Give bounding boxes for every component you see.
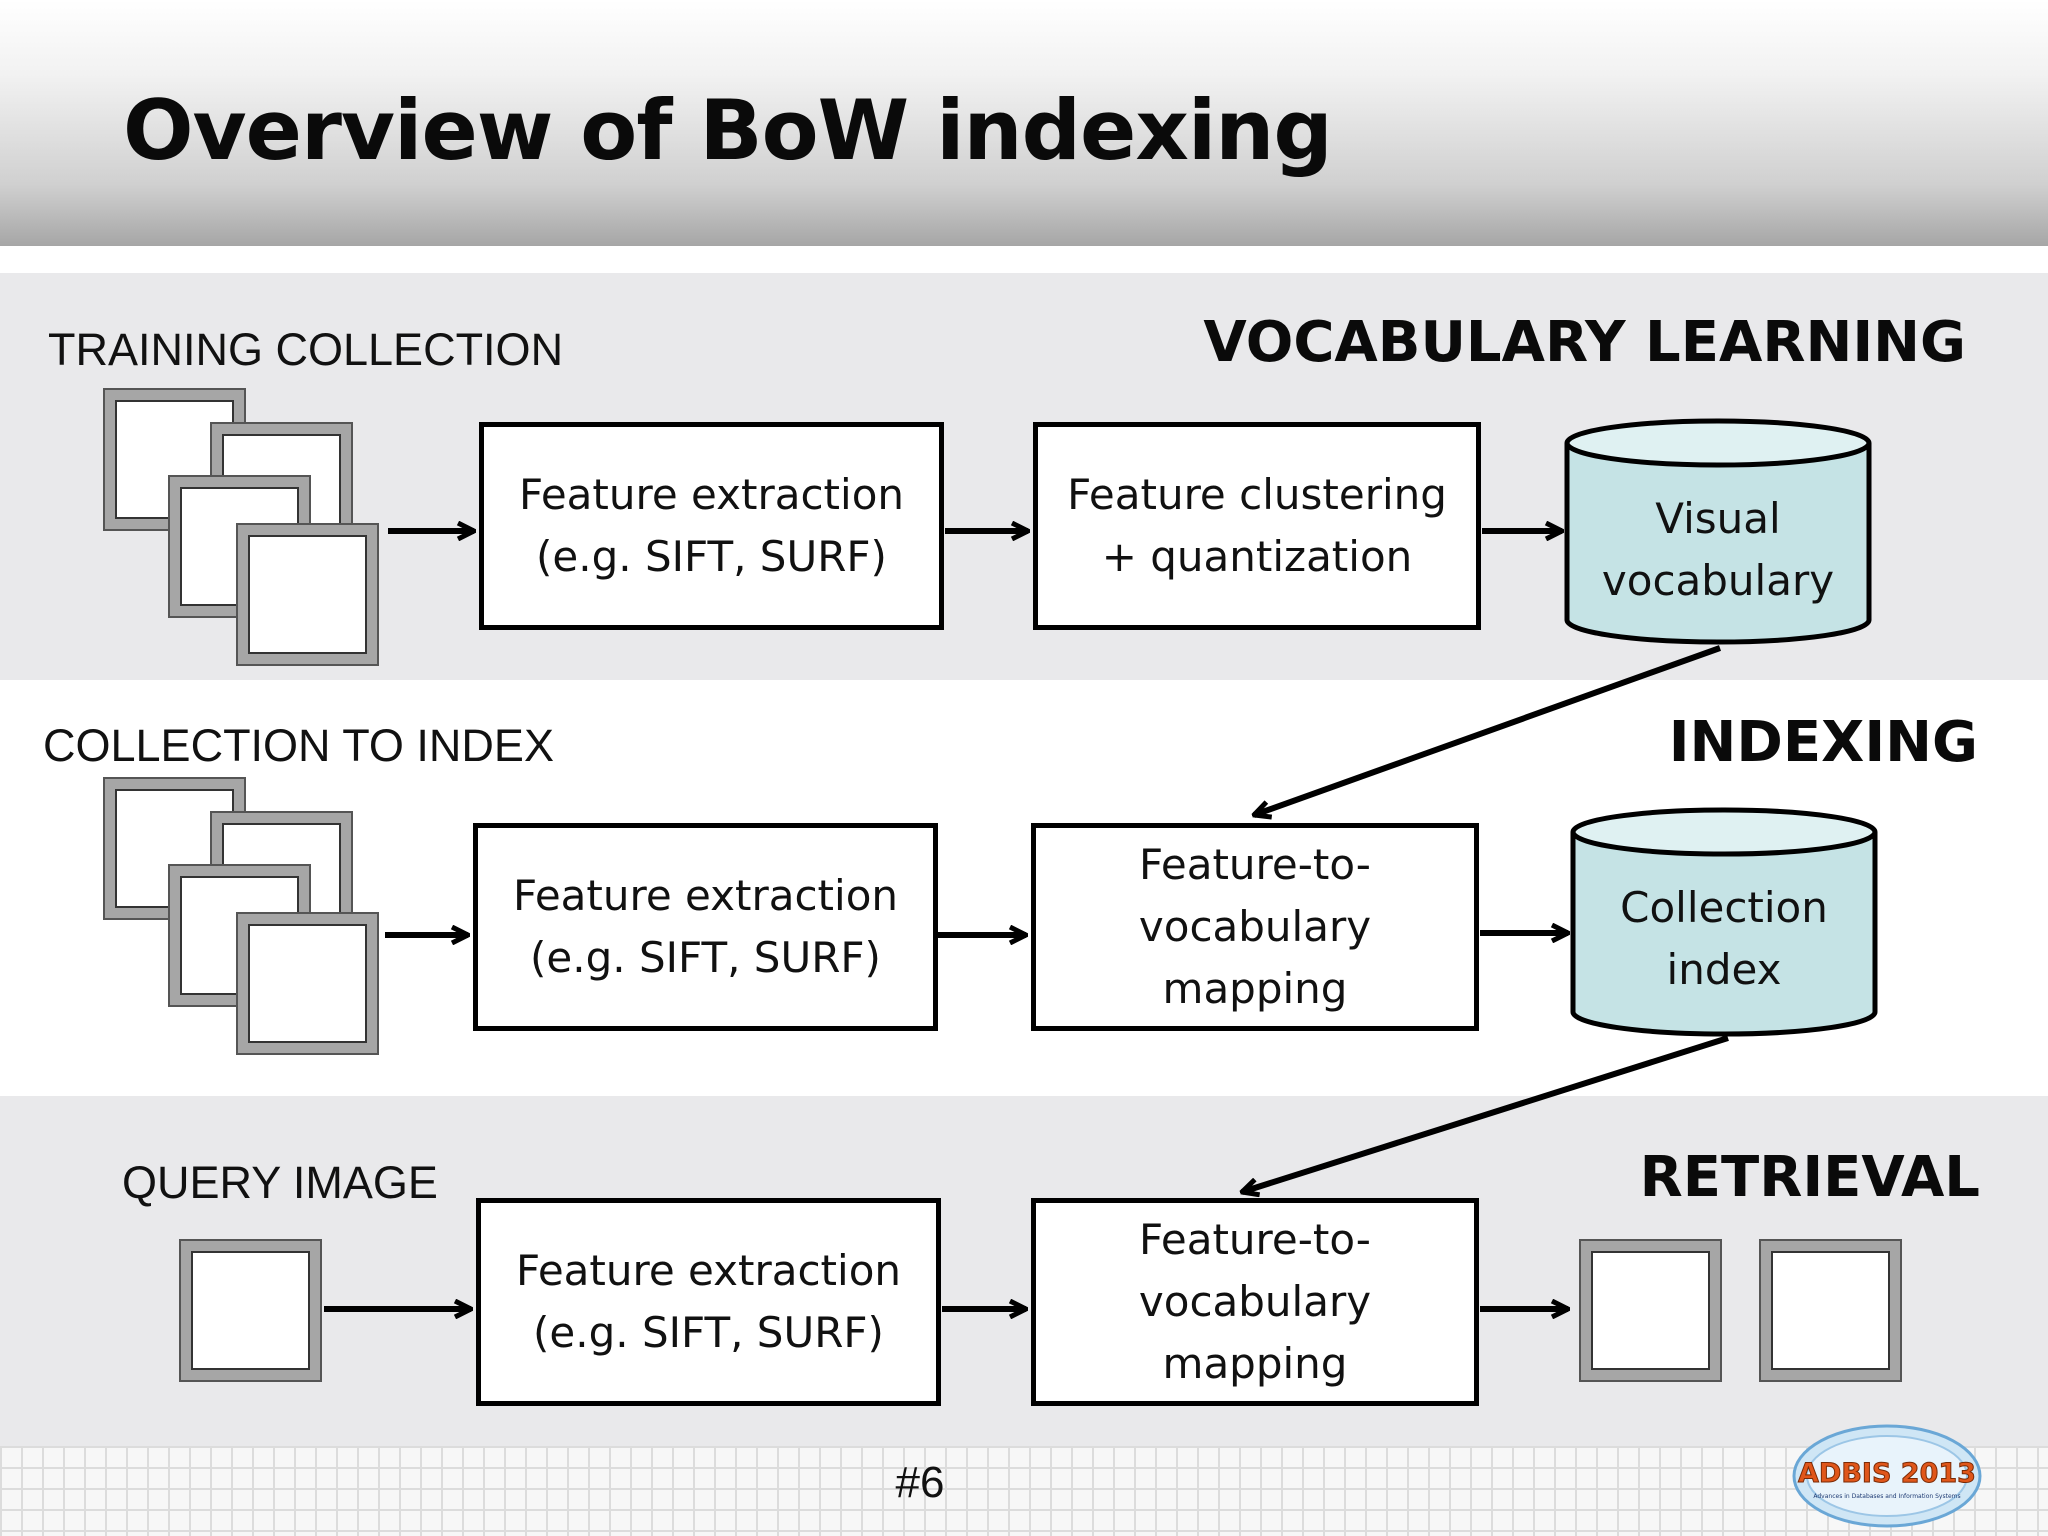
arrow-icon: [1242, 1035, 1729, 1192]
stage-heading-vocabulary-learning: VOCABULARY LEARNING: [1203, 310, 1966, 375]
collection-index-text: Collection index: [1620, 883, 1828, 994]
stage-heading-retrieval: RETRIEVAL: [1639, 1145, 1980, 1210]
result-image-icon: [1759, 1239, 1902, 1382]
query-image-icon: [179, 1239, 322, 1382]
footer-grid: [0, 1446, 2048, 1536]
visual-vocabulary-cylinder-icon: [1564, 418, 1872, 645]
feature-extraction-text: Feature extraction (e.g. SIFT, SURF): [518, 470, 905, 581]
adbis-logo: ADBIS 2013 Advances in Databases and Inf…: [1790, 1420, 1985, 1530]
arrow-icon: [1254, 645, 1722, 815]
collection-index-cylinder-icon: [1570, 807, 1878, 1037]
feature-extraction-text: Feature extraction (e.g. SIFT, SURF): [512, 871, 899, 982]
feature-extraction-box-training: Feature extraction (e.g. SIFT, SURF): [479, 422, 944, 630]
query-image-label: QUERY IMAGE: [122, 1157, 438, 1208]
svg-text:ADBIS 2013: ADBIS 2013: [1798, 1458, 1976, 1489]
visual-vocabulary-text: Visual vocabulary: [1601, 494, 1835, 605]
feature-extraction-box-retrieval: Feature extraction (e.g. SIFT, SURF): [476, 1198, 941, 1406]
feature-to-vocabulary-text: Feature-to- vocabulary mapping: [1138, 1215, 1372, 1388]
feature-to-vocabulary-text: Feature-to- vocabulary mapping: [1138, 840, 1372, 1013]
result-image-icon: [1579, 1239, 1722, 1382]
svg-text:Advances in Databases and Info: Advances in Databases and Information Sy…: [1813, 1493, 1960, 1500]
feature-extraction-box-indexing: Feature extraction (e.g. SIFT, SURF): [473, 823, 938, 1031]
page-number: #6: [895, 1458, 945, 1507]
stage-heading-indexing: INDEXING: [1668, 710, 1978, 775]
feature-extraction-text: Feature extraction (e.g. SIFT, SURF): [515, 1246, 902, 1357]
collection-to-index-label: COLLECTION TO INDEX: [43, 720, 554, 771]
collection-image-stack: [103, 777, 379, 1055]
training-collection-label: TRAINING COLLECTION: [48, 324, 564, 375]
slide-title: Overview of BoW indexing: [123, 82, 1333, 179]
training-image-stack: [103, 388, 379, 666]
image-thumbnail-icon: [236, 912, 379, 1055]
slide-header: Overview of BoW indexing: [0, 0, 2048, 246]
feature-clustering-box: Feature clustering + quantization: [1033, 422, 1481, 630]
feature-to-vocabulary-box-indexing: Feature-to- vocabulary mapping: [1031, 823, 1479, 1031]
feature-clustering-text: Feature clustering + quantization: [1067, 470, 1447, 581]
feature-to-vocabulary-box-retrieval: Feature-to- vocabulary mapping: [1031, 1198, 1479, 1406]
image-thumbnail-icon: [236, 523, 379, 666]
